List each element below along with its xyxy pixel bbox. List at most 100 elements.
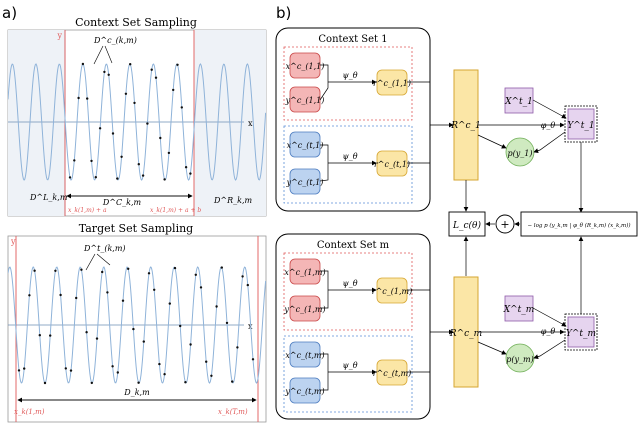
sample-point [81, 62, 85, 66]
sample-point [43, 381, 47, 385]
sample-point [121, 299, 125, 302]
x-ct1-node [289, 131, 321, 158]
context-set-m: Context Set m x^c_(1,m) y^c_(1,m) ψ_θ r^… [275, 233, 431, 420]
sample-point [94, 176, 98, 179]
sample-point [251, 358, 255, 361]
r-ctm-label: r^c_(t,m) [373, 369, 412, 378]
p-ym-label: p(y_m) [506, 355, 533, 364]
context-1-red-group [283, 46, 413, 121]
sample-point [137, 381, 140, 384]
sample-point [158, 362, 161, 366]
sample-point [49, 334, 52, 337]
region-center-label: D^C_k,m [102, 198, 142, 207]
target-region-label: D_k,m [123, 388, 150, 397]
context-red-right: x_k(1,m) + a + b [150, 207, 201, 214]
sample-point [205, 360, 208, 363]
x-c1m-node [289, 258, 321, 285]
context-m-blue-group [283, 335, 413, 413]
sample-point [141, 174, 145, 177]
context-y-label: y [56, 31, 62, 40]
x-ct1-label: x^c_(t,1) [287, 141, 324, 150]
context-m-red-group [283, 252, 413, 331]
context-annotation-line-2 [104, 45, 113, 64]
r-ctm-node [376, 359, 408, 386]
sample-point [210, 374, 213, 377]
sample-point [124, 92, 128, 96]
sample-point [59, 293, 62, 297]
r-c11-node [376, 69, 408, 96]
sample-point [172, 88, 175, 92]
sample-point [173, 266, 177, 270]
panel-label-b: b) [276, 4, 291, 22]
xm-to-ym [532, 307, 567, 327]
sample-point [73, 159, 76, 162]
x-c11-label: x^c_(1,1) [286, 62, 325, 71]
sample-point [116, 177, 119, 180]
y1-target-node [567, 108, 595, 140]
context-set-1-title: Context Set 1 [318, 34, 387, 45]
r1m-to-rm [407, 289, 454, 335]
target-y-label: y [10, 237, 16, 246]
plus-label: + [500, 218, 509, 231]
sample-point [154, 76, 158, 79]
y-c1m-node [289, 295, 321, 322]
sample-point [142, 340, 145, 343]
plus-node [495, 214, 515, 234]
target-red-left: x_k(1,m) [14, 408, 45, 416]
sample-point [68, 176, 72, 179]
context-set-1: Context Set 1 x^c_(1,1) y^c_(1,1) ψ_θ r^… [275, 27, 431, 212]
sample-point [133, 101, 136, 105]
r-ct1-node [376, 150, 408, 177]
sample-point [103, 70, 106, 74]
psi-label-tm: ψ_θ [342, 361, 357, 370]
nll-label: − log p (y_k,m | φ_θ (R_k,m) (x_k,m)) [527, 222, 630, 229]
sample-point [85, 331, 88, 334]
sample-point [38, 334, 41, 337]
sample-point [150, 68, 153, 71]
context-annotation: D^c_(k,m) [93, 36, 137, 45]
context-x-label: x [248, 119, 253, 128]
xm-target-node [504, 295, 534, 322]
sample-point [153, 288, 156, 291]
r-ct1-label: r^c_(t,1) [374, 160, 410, 169]
psi-label-1m: ψ_θ [342, 279, 357, 288]
sample-point [179, 324, 182, 328]
target-red-right: x_k(T,m) [218, 408, 248, 416]
sample-point [220, 266, 223, 269]
y-c1m-label: y^c_(1,m) [283, 305, 325, 314]
sample-point [241, 275, 244, 278]
target-plot-frame [7, 235, 267, 423]
sample-point [225, 321, 229, 325]
target-sampling-plot: Target Set Sampling y x D^t_(k,m) D_k,m … [7, 222, 267, 423]
sample-point [107, 73, 110, 77]
sample-point [75, 296, 78, 300]
context-sine-curve [8, 63, 266, 181]
sample-point [23, 367, 26, 370]
x-ctm-label: x^c_(t,m) [285, 351, 324, 360]
sample-point [215, 305, 218, 308]
sample-point [199, 286, 203, 289]
y-ctm-label: y^c_(t,m) [284, 387, 324, 396]
rt1-to-r1 [407, 125, 431, 164]
sample-point [163, 373, 166, 376]
context-1-blue-group [283, 125, 413, 204]
context-plot-title: Context Set Sampling [75, 16, 197, 29]
sample-point [176, 63, 179, 66]
x-ctm-node [289, 341, 321, 368]
target-annotation: D^t_(k,m) [83, 244, 126, 253]
region-left-label: D^L_k,m [29, 193, 68, 202]
target-sine-curve [8, 266, 266, 384]
sample-point [90, 159, 93, 163]
sample-point [231, 380, 234, 383]
sample-point [163, 178, 166, 181]
sample-point [95, 337, 99, 340]
sample-point [159, 136, 162, 140]
ym-target-node [567, 316, 595, 348]
rm-to-pm [477, 341, 507, 355]
sample-point [86, 97, 89, 100]
ym-label: Y^t_m [566, 329, 596, 339]
loss-node [448, 211, 486, 237]
sample-point [194, 273, 197, 276]
target-plot-title: Target Set Sampling [79, 222, 193, 235]
